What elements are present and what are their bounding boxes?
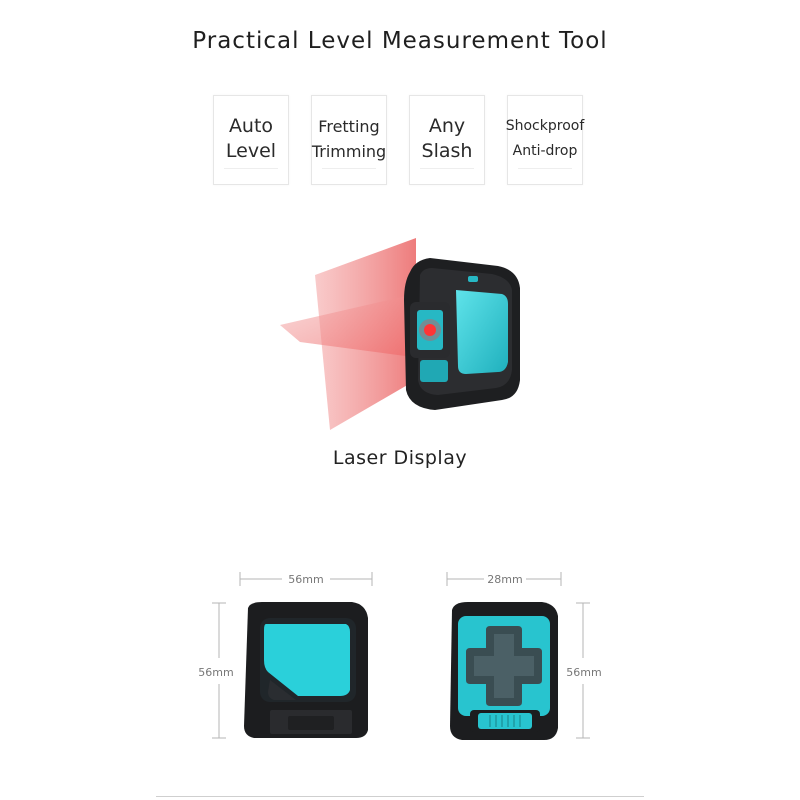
feature-auto-level: Auto Level [213, 95, 289, 185]
page-title: Practical Level Measurement Tool [192, 28, 608, 54]
feature-line-1: Fretting [318, 117, 380, 136]
feature-line-2: Slash [421, 140, 473, 162]
feature-any-slash: Any Slash [409, 95, 485, 185]
feature-underline [322, 168, 376, 169]
feature-underline [518, 168, 572, 169]
front-width-dimension: 56mm [239, 572, 373, 586]
feature-line-2: Level [225, 140, 277, 162]
front-height-dimension: 56mm [198, 602, 234, 739]
side-width-label: 28mm [487, 573, 522, 586]
front-height-label: 56mm [198, 666, 233, 679]
laser-level-body [404, 258, 520, 410]
dimension-diagram: 56mm 56mm 28mm 56mm [198, 572, 602, 740]
side-view-device [450, 602, 558, 740]
feature-underline [224, 168, 278, 169]
laser-display-caption: Laser Display [332, 447, 468, 469]
feature-shockproof-anti-drop: Shockproof Anti-drop [505, 95, 585, 185]
feature-line-2: Anti-drop [512, 143, 578, 159]
feature-line-2: Trimming [311, 142, 387, 161]
feature-fretting-trimming: Fretting Trimming [311, 95, 387, 185]
horizontal-laser-plane [280, 295, 420, 358]
side-height-dimension: 56mm [566, 602, 602, 739]
feature-line-1: Any [428, 115, 466, 137]
bottom-divider [156, 796, 644, 797]
laser-level-product-image [280, 238, 520, 430]
feature-line-1: Shockproof [505, 118, 585, 134]
feature-underline [420, 168, 474, 169]
front-view-device [244, 602, 368, 738]
side-height-label: 56mm [566, 666, 601, 679]
side-width-dimension: 28mm [446, 572, 562, 586]
front-width-label: 56mm [288, 573, 323, 586]
feature-line-1: Auto [228, 115, 274, 137]
